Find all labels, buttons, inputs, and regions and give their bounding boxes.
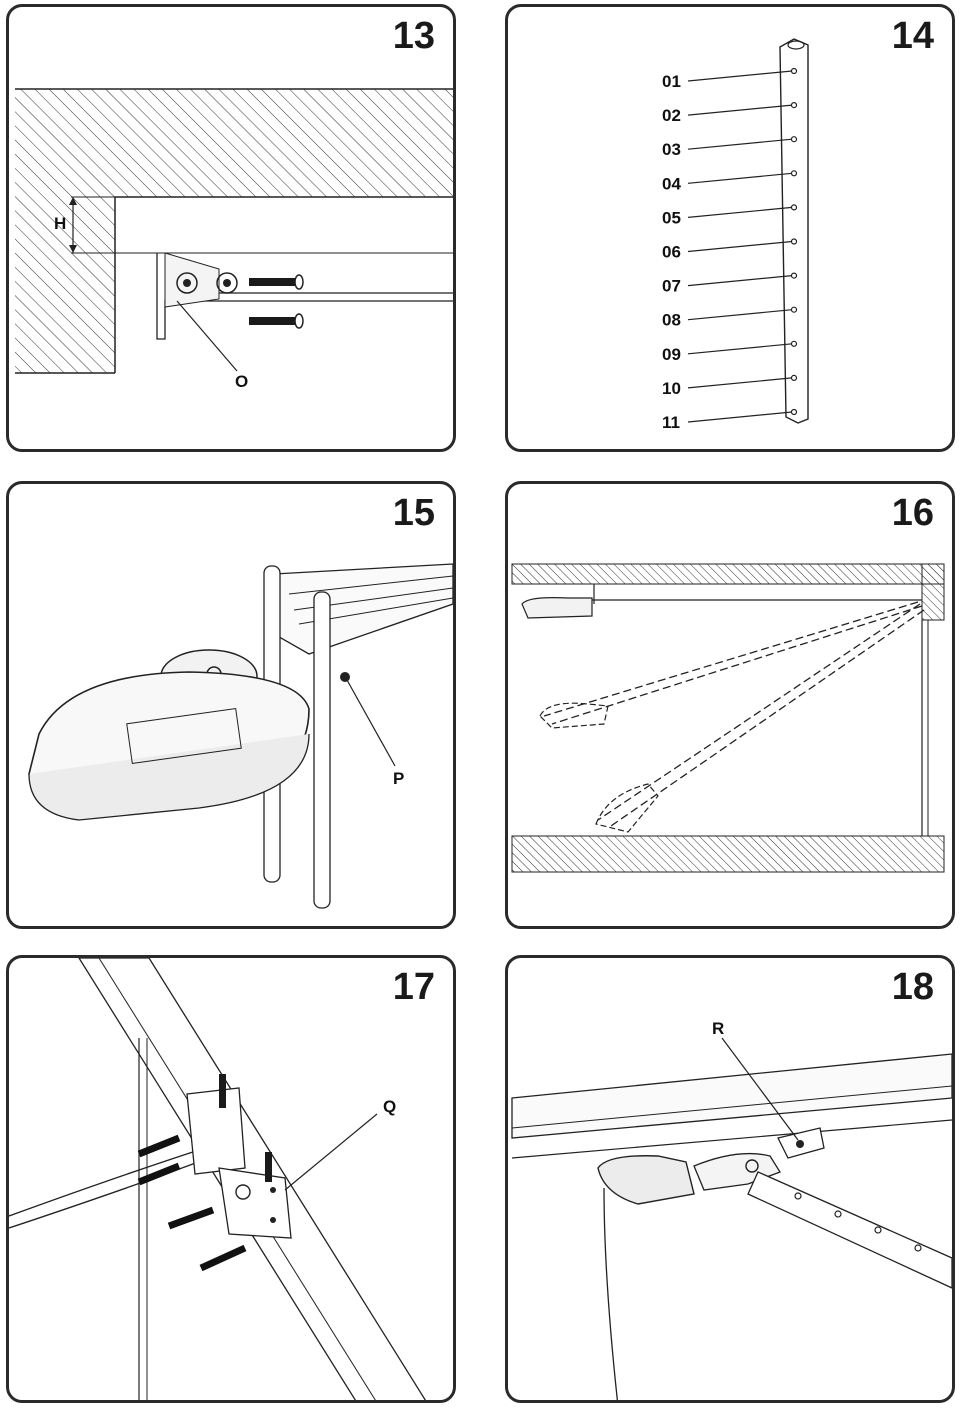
door-arm-vertical xyxy=(603,1187,619,1400)
screw-lower xyxy=(249,317,299,325)
hole-leader xyxy=(687,275,793,287)
label-o: O xyxy=(235,372,248,391)
nut xyxy=(340,672,350,682)
hole-label: 07 xyxy=(662,277,681,296)
strap-hole xyxy=(790,136,798,143)
screw-a xyxy=(137,1134,181,1158)
hole-leader xyxy=(687,206,793,218)
hole-leader xyxy=(687,138,793,150)
step-number: 14 xyxy=(891,15,934,57)
step-number: 17 xyxy=(392,966,435,1008)
vertical-screw xyxy=(219,1074,226,1108)
hole-leader xyxy=(687,377,793,389)
wall-hatch xyxy=(15,197,115,373)
hole-label: 10 xyxy=(662,379,681,398)
ceiling-hatch xyxy=(15,89,453,197)
strap-hole xyxy=(790,408,798,416)
lintel-hatch xyxy=(921,563,945,621)
strap-hole xyxy=(790,67,798,75)
screw-d xyxy=(199,1244,247,1272)
strap-hole xyxy=(790,272,798,279)
hole-label: 06 xyxy=(662,243,681,262)
strap-hole xyxy=(790,238,798,245)
bracket-upper xyxy=(186,1087,246,1175)
leader-q xyxy=(284,1113,378,1191)
hole-leader xyxy=(687,309,793,321)
hole-label: 01 xyxy=(662,72,681,91)
step-number: 13 xyxy=(392,15,435,57)
step-number: 15 xyxy=(392,492,435,534)
hole-leader xyxy=(687,343,793,355)
hole-label: 09 xyxy=(662,345,681,364)
floor-hatch xyxy=(511,835,945,873)
ceiling-hatch xyxy=(511,563,945,585)
hole-leader xyxy=(687,104,793,116)
leader-r xyxy=(721,1037,799,1141)
strap-hole xyxy=(790,340,798,347)
hole-label: 08 xyxy=(662,311,681,330)
hole-leader xyxy=(687,411,793,423)
perforated-strap xyxy=(779,38,809,424)
label-r: R xyxy=(712,1019,724,1038)
step-number: 16 xyxy=(891,492,934,534)
bracket-q xyxy=(218,1167,292,1239)
hole-label: 05 xyxy=(662,208,681,227)
arm-path-upper xyxy=(543,601,923,725)
panel-15: P 15 xyxy=(6,481,456,929)
hole-label: 03 xyxy=(662,140,681,159)
panel-14: 01 02 03 04 05 06 07 08 09 10 11 14 xyxy=(505,4,955,452)
bolt-hole-left xyxy=(176,272,198,294)
leader-o xyxy=(176,300,238,372)
label-h: H xyxy=(54,214,66,233)
perforated-strap-diagram: 01 02 03 04 05 06 07 08 09 10 11 xyxy=(662,38,809,432)
arm-lower-edge xyxy=(9,1157,210,1229)
bracket xyxy=(156,253,453,340)
door-arm xyxy=(747,1171,952,1289)
door-bracket-diagram: Q xyxy=(9,958,427,1400)
hole-label: 04 xyxy=(662,174,681,193)
arm-path-lower xyxy=(597,603,925,829)
door-swing-diagram xyxy=(511,563,945,873)
strap-hole xyxy=(790,374,798,381)
panel-18: R 18 xyxy=(505,955,955,1403)
bolt-hole-right xyxy=(216,272,238,294)
label-p: P xyxy=(393,769,404,788)
hole-label: 02 xyxy=(662,106,681,125)
trolley xyxy=(597,1155,695,1205)
panel-13: H O 13 xyxy=(6,4,456,452)
hole-leader xyxy=(687,240,793,253)
screw-upper xyxy=(249,278,299,286)
strap-hole xyxy=(790,101,798,109)
strap-hole xyxy=(790,204,798,211)
opener-unit xyxy=(521,597,593,619)
strap-front xyxy=(313,591,331,909)
rail-arm-connection-diagram: R xyxy=(511,1019,952,1400)
step-number: 18 xyxy=(891,966,934,1008)
hole-leader xyxy=(687,70,793,82)
strap-hole xyxy=(790,306,798,313)
label-q: Q xyxy=(383,1097,396,1116)
ceiling-bracket-diagram: H O xyxy=(15,88,453,391)
hole-label: 11 xyxy=(662,413,680,432)
motor-mounting-diagram: P xyxy=(28,563,453,909)
leader-p xyxy=(346,679,396,767)
panel-16: 16 xyxy=(505,481,955,929)
hole-leader xyxy=(687,172,793,184)
panel-17: Q 17 xyxy=(6,955,456,1403)
strap-hole xyxy=(790,170,798,177)
